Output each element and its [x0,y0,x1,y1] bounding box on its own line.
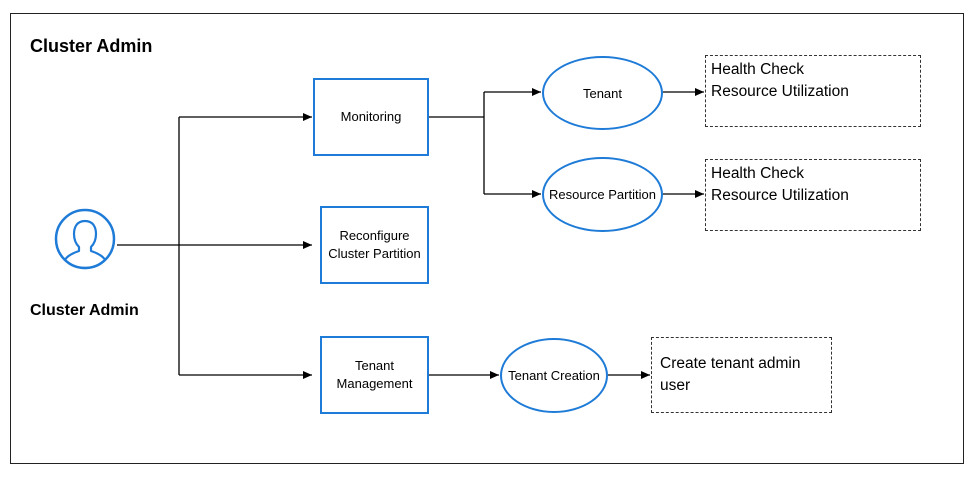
user-icon [54,208,116,270]
partition-note-line1: Health Check [711,165,805,182]
tenant-note-line1: Health Check [711,61,805,78]
actor-label: Cluster Admin [30,302,139,319]
resource-partition-label: Resource Partition [549,187,656,202]
create-admin-note: Create tenant admin user [651,337,832,413]
tenant-management-label-line2: Management [336,376,413,391]
tenant-creation-node: Tenant Creation [500,338,608,413]
tenant-note-line2: Resource Utilization [711,83,849,100]
tenant-label: Tenant [582,85,623,101]
reconfigure-label-line2: Cluster Partition [328,246,421,261]
tenant-management-box: Tenant Management [320,336,429,414]
tenant-node: Tenant [542,56,663,130]
diagram-title: Cluster Admin [30,36,153,56]
resource-partition-node: Resource Partition [542,157,663,232]
partition-note-line2: Resource Utilization [711,187,849,204]
reconfigure-box: Reconfigure Cluster Partition [320,206,429,284]
tenant-health-note: Health Check Resource Utilization [705,55,921,127]
reconfigure-label-line1: Reconfigure [339,228,410,243]
monitoring-label: Monitoring [340,109,402,124]
monitoring-box: Monitoring [313,78,429,156]
tenant-management-label-line1: Tenant [354,358,395,373]
partition-health-note: Health Check Resource Utilization [705,159,921,231]
create-admin-note-label: Create tenant admin user [660,355,801,394]
tenant-creation-label: Tenant Creation [508,368,600,383]
